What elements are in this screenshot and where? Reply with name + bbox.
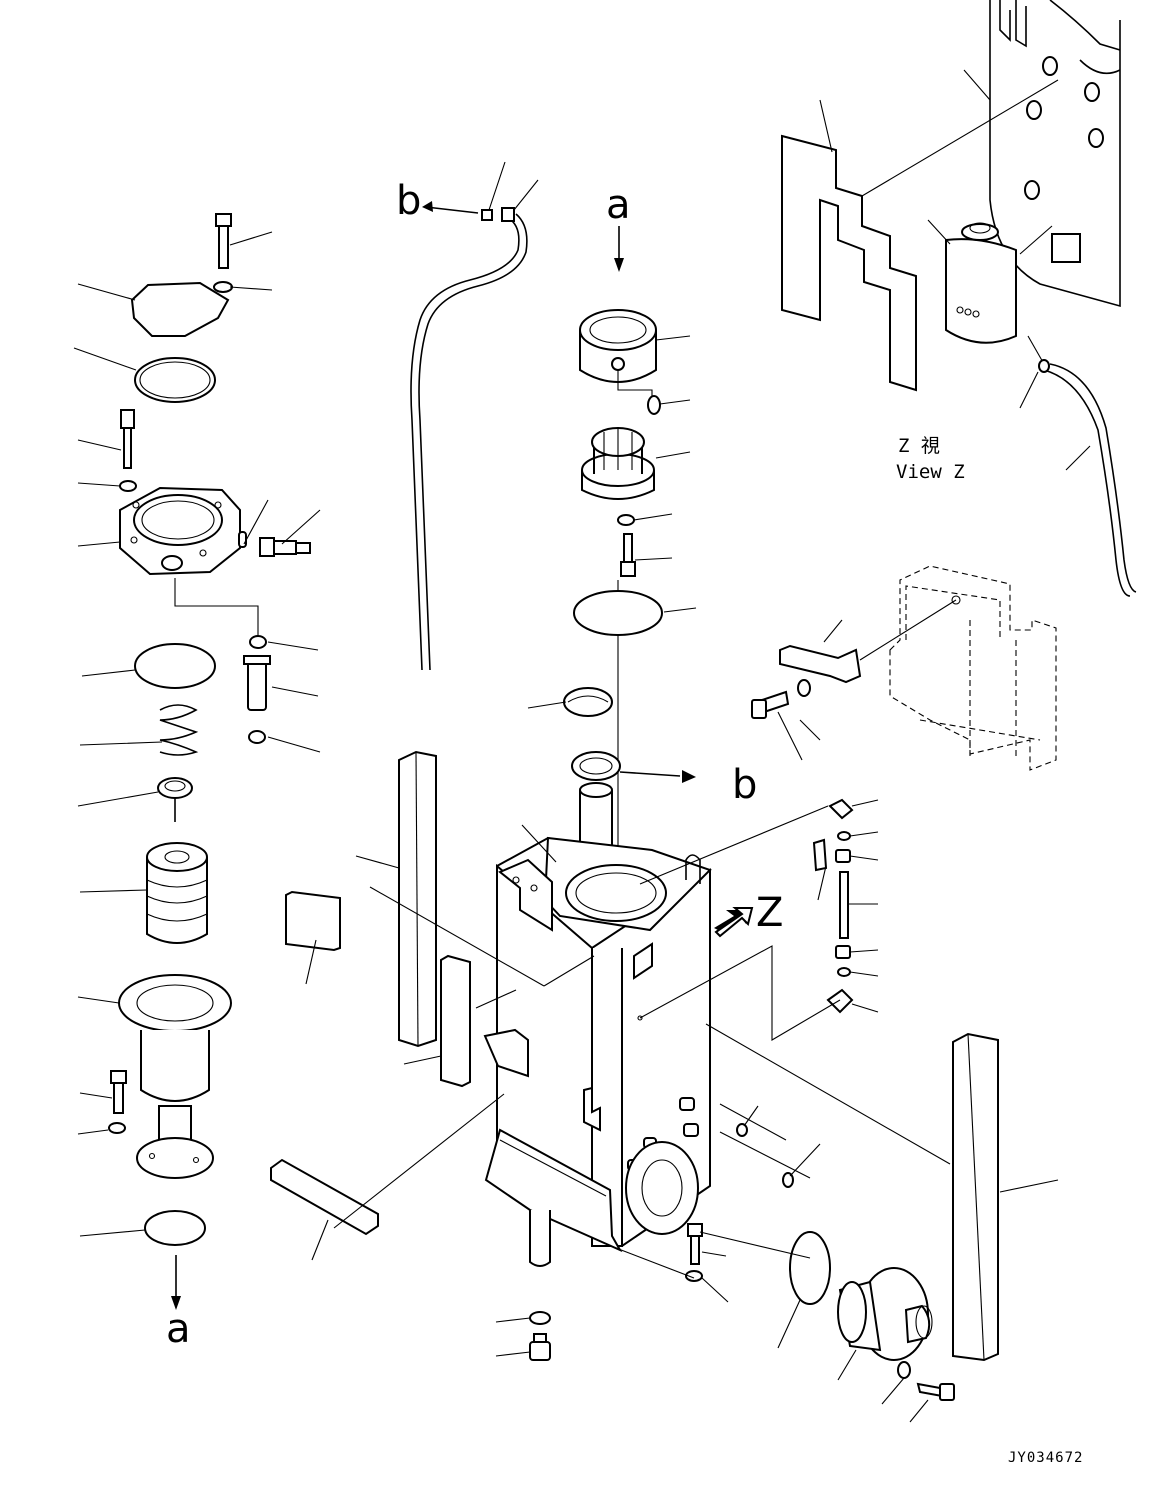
- filter-head: [119, 486, 241, 576]
- view-z-label-jp: Z 視: [898, 435, 940, 457]
- reference-label-a-top: a: [606, 182, 631, 228]
- drawing-code: JY034672: [1008, 1450, 1083, 1466]
- reference-label-b-right: b: [732, 762, 757, 808]
- plug: [243, 655, 271, 711]
- reference-label-a-bottom: a: [166, 1306, 191, 1352]
- left-filter-assembly: [73, 213, 321, 1310]
- bolt-top-left: [215, 213, 232, 269]
- filter-case: [118, 974, 232, 1179]
- washer: [617, 514, 635, 526]
- main-tank: [483, 751, 754, 1361]
- outlet-cover-assembly: [615, 1223, 955, 1423]
- view-z-label-en: View Z: [896, 461, 965, 483]
- o-ring: [573, 590, 663, 636]
- washer: [897, 1361, 911, 1379]
- reference-label-z: Z: [756, 890, 783, 936]
- drain-seal: [529, 1311, 551, 1325]
- washer: [108, 1122, 126, 1134]
- bolt-small: [110, 1070, 127, 1114]
- insulation-pads: [270, 750, 1059, 1362]
- pump-cover: [837, 1267, 933, 1361]
- filler-neck: [571, 751, 696, 871]
- filler-cap-stack: [527, 226, 697, 860]
- outlet-flange: [625, 1141, 699, 1235]
- bracket-bolt: [751, 690, 790, 719]
- o-ring: [134, 357, 216, 403]
- right-fittings: [639, 798, 879, 1188]
- washer: [685, 1270, 703, 1282]
- filter-element: [146, 842, 208, 944]
- cover-plate: [130, 281, 230, 337]
- drain-plug: [529, 1333, 551, 1361]
- reference-label-b-top: b: [396, 178, 421, 224]
- hose-assembly: [410, 161, 539, 671]
- bolt-cover: [916, 1382, 955, 1401]
- spring: [159, 704, 199, 756]
- washer: [119, 480, 137, 492]
- washer: [797, 679, 811, 697]
- washer: [213, 281, 233, 293]
- strainer: [581, 427, 655, 500]
- cap-cover: [563, 687, 613, 717]
- lock-bolt: [647, 395, 661, 415]
- bolt-flange: [687, 1223, 703, 1265]
- valve-disc: [157, 777, 193, 822]
- seal: [248, 730, 266, 744]
- o-ring: [789, 1231, 831, 1305]
- o-ring: [134, 643, 216, 689]
- mounting-bracket: [751, 565, 1057, 771]
- bolt-centre: [620, 533, 636, 577]
- seal: [249, 635, 267, 649]
- filler-cap: [579, 309, 657, 383]
- small-seal: [238, 531, 247, 548]
- o-ring: [144, 1210, 206, 1246]
- socket-bolt: [120, 409, 135, 469]
- view-z-detail: [781, 0, 1137, 597]
- reservoir-tank: [945, 222, 1017, 344]
